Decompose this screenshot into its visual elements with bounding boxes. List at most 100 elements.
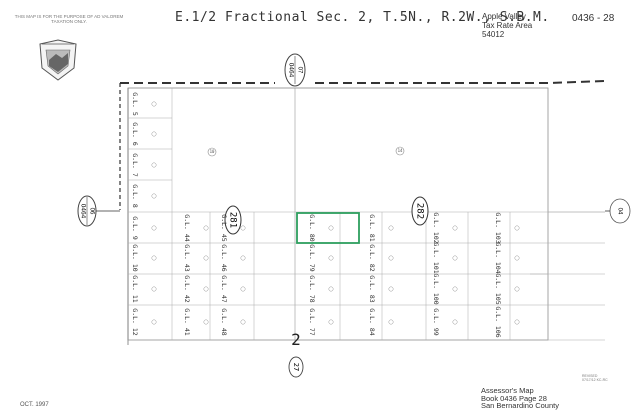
gov-lot-label[interactable]: G.L. 11 bbox=[131, 275, 139, 302]
large-parcel[interactable]: 10 bbox=[207, 147, 217, 157]
parcel-marker bbox=[452, 286, 458, 292]
map-title: E.1/2 Fractional Sec. 2, T.5N., R.2W., S… bbox=[175, 10, 550, 25]
parcel-marker bbox=[151, 255, 157, 261]
gov-lot-label[interactable]: G.L. 101 bbox=[432, 242, 440, 273]
ref-page-label: 06 bbox=[88, 208, 94, 215]
book-circle-282[interactable]: 282 bbox=[411, 196, 429, 226]
map-number: 0436 - 28 bbox=[572, 13, 615, 24]
parcel-marker bbox=[240, 286, 246, 292]
parcel-marker bbox=[388, 255, 394, 261]
gov-lot-label[interactable]: G.L. 79 bbox=[308, 244, 316, 271]
parcel-marker bbox=[514, 286, 520, 292]
gov-lot-label[interactable]: G.L. 9 bbox=[131, 216, 139, 240]
gov-lot-label[interactable]: G.L. 12 bbox=[131, 308, 139, 335]
footer-line: San Bernardino County bbox=[481, 401, 559, 410]
parcel-marker bbox=[328, 225, 334, 231]
gov-lot-label[interactable]: G.L. 45 bbox=[220, 214, 228, 241]
parcel-number: 14 bbox=[398, 148, 403, 153]
area-line: 54012 bbox=[482, 30, 505, 39]
parcel-marker bbox=[203, 319, 209, 325]
parcel-marker bbox=[240, 319, 246, 325]
area-line: Apple Valley bbox=[482, 12, 526, 21]
gov-lot-label[interactable]: G.L. 104 bbox=[494, 242, 502, 273]
gov-lot-label[interactable]: G.L. 102 bbox=[432, 212, 440, 243]
parcel-marker bbox=[151, 193, 157, 199]
parcel-marker bbox=[388, 319, 394, 325]
tax-rate-area: Apple Valley Tax Rate Area 54012 bbox=[482, 12, 532, 39]
revised-line: 07/17/12 KC-RC bbox=[582, 378, 608, 382]
parcel-marker bbox=[240, 225, 246, 231]
section-number: 2 bbox=[291, 330, 301, 349]
area-line: Tax Rate Area bbox=[482, 21, 533, 30]
parcel-marker bbox=[514, 255, 520, 261]
revised-line: REVISED bbox=[582, 374, 598, 378]
disclaimer-note: THIS MAP IS FOR THE PURPOSE OF AD VALORE… bbox=[14, 14, 124, 24]
gov-lot-label[interactable]: G.L. 7 bbox=[131, 153, 139, 177]
boundary-dashed bbox=[315, 80, 606, 84]
parcel-marker bbox=[203, 255, 209, 261]
parcel-marker bbox=[151, 131, 157, 137]
revised-stamp: REVISED 07/17/12 KC-RC bbox=[582, 374, 608, 382]
map-footer: Assessor's Map Book 0436 Page 28 San Ber… bbox=[481, 387, 559, 410]
gov-lot-label[interactable]: G.L. 80 bbox=[308, 214, 316, 241]
parcel-marker bbox=[514, 225, 520, 231]
gov-lot-label[interactable]: G.L. 8 bbox=[131, 184, 139, 208]
gov-lots: G.L. 5 G.L. 6 G.L. 7 G.L. 8 G.L. 9 G.L. 10 G.L… bbox=[131, 92, 520, 338]
gov-lot-label[interactable]: G.L. 83 bbox=[368, 275, 376, 302]
ref-map-left[interactable]: 0464 06 bbox=[77, 195, 97, 227]
gov-lot-label[interactable]: G.L. 78 bbox=[308, 275, 316, 302]
parcel-marker bbox=[240, 255, 246, 261]
gov-lot-label[interactable]: G.L. 105 bbox=[494, 273, 502, 304]
parcel-number: 10 bbox=[210, 149, 215, 154]
gov-lot-label[interactable]: G.L. 47 bbox=[220, 275, 228, 302]
gov-lot-label[interactable]: G.L. 43 bbox=[183, 244, 191, 271]
parcel-marker bbox=[151, 225, 157, 231]
ref-map-label: 04 bbox=[616, 208, 622, 215]
gov-lot-label[interactable]: G.L. 99 bbox=[432, 308, 440, 335]
parcel-marker bbox=[388, 286, 394, 292]
gov-lot-label[interactable]: G.L. 6 bbox=[131, 122, 139, 146]
gov-lot-label[interactable]: G.L. 82 bbox=[368, 244, 376, 271]
large-parcel[interactable]: 14 bbox=[395, 146, 405, 156]
parcel-marker bbox=[151, 319, 157, 325]
ref-page-label: 07 bbox=[296, 67, 302, 74]
gov-lot-label[interactable]: G.L. 10 bbox=[131, 244, 139, 271]
parcel-marker bbox=[328, 286, 334, 292]
parcel-marker bbox=[452, 319, 458, 325]
selected-lot-highlight[interactable] bbox=[296, 212, 360, 244]
parcel-marker bbox=[388, 225, 394, 231]
parcel-marker bbox=[151, 286, 157, 292]
book-circle-27[interactable]: 27 bbox=[288, 356, 304, 378]
book-circle-label: 281 bbox=[228, 212, 238, 228]
gov-lot-label[interactable]: G.L. 81 bbox=[368, 214, 376, 241]
parcel-marker bbox=[452, 225, 458, 231]
gov-lot-label[interactable]: G.L. 5 bbox=[131, 92, 139, 116]
parcel-marker bbox=[328, 319, 334, 325]
gov-lot-label[interactable]: G.L. 100 bbox=[432, 273, 440, 304]
parcel-marker bbox=[452, 255, 458, 261]
book-circle-281[interactable]: 281 bbox=[224, 205, 242, 235]
book-circle-label: 27 bbox=[292, 363, 300, 371]
parcel-marker bbox=[151, 101, 157, 107]
gov-lot-label[interactable]: G.L. 41 bbox=[183, 308, 191, 335]
gov-lot-label[interactable]: G.L. 84 bbox=[368, 308, 376, 335]
gov-lot-label[interactable]: G.L. 103 bbox=[494, 212, 502, 243]
gov-lot-label[interactable]: G.L. 106 bbox=[494, 306, 502, 337]
parcel-marker bbox=[203, 225, 209, 231]
ref-map-label: 0464 bbox=[79, 204, 86, 219]
ref-map-right[interactable]: 04 bbox=[609, 198, 631, 224]
map-date: OCT. 1997 bbox=[20, 402, 49, 408]
footer-line: Book 0436 Page 28 bbox=[481, 393, 547, 403]
gov-lot-label[interactable]: G.L. 44 bbox=[183, 214, 191, 241]
gov-lot-label[interactable]: G.L. 42 bbox=[183, 275, 191, 302]
ref-map-label: 0464 bbox=[287, 63, 294, 78]
gov-lot-label[interactable]: G.L. 46 bbox=[220, 244, 228, 271]
parcel-marker bbox=[514, 319, 520, 325]
parcel-marker bbox=[151, 162, 157, 168]
gov-lot-label[interactable]: G.L. 77 bbox=[308, 308, 316, 335]
parcel-marker bbox=[203, 286, 209, 292]
gov-lot-label[interactable]: G.L. 48 bbox=[220, 308, 228, 335]
ref-map-top[interactable]: 0464 07 bbox=[284, 53, 306, 87]
book-circle-label: 282 bbox=[415, 203, 425, 219]
